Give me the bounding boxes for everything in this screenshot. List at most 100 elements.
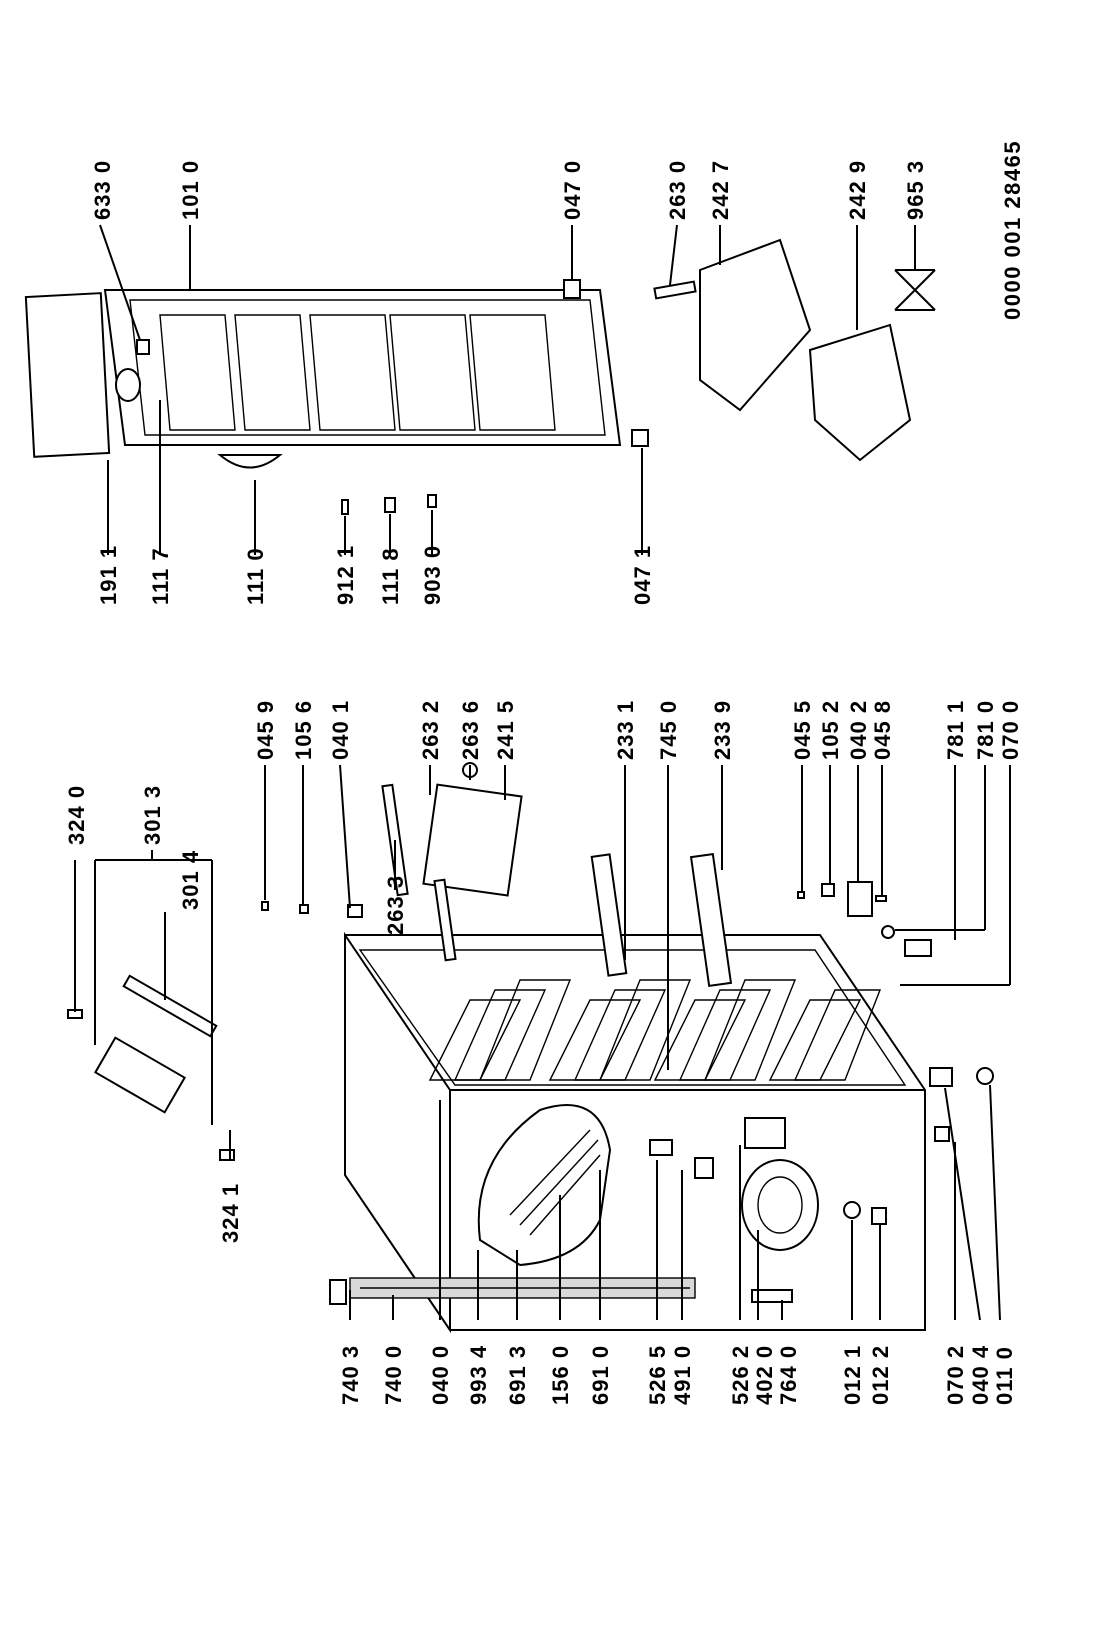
label-242-7: 242 7: [708, 160, 733, 220]
label-491-0: 491 0: [670, 1345, 695, 1405]
part-070-2: [934, 1126, 950, 1142]
part-105-6: [299, 904, 309, 914]
part-045-8: [875, 895, 887, 902]
part-301-3: [93, 1036, 187, 1114]
part-324-1: [219, 1149, 235, 1161]
label-101-0: 101 0: [178, 160, 203, 220]
label-691-3: 691 3: [505, 1345, 530, 1405]
part-263-3: [433, 878, 457, 962]
label-111-0: 111 0: [243, 547, 268, 605]
part-633-0: [136, 339, 150, 355]
label-040-0: 040 0: [428, 1345, 453, 1405]
part-011-0: [976, 1067, 994, 1085]
basket-242-9: [808, 323, 912, 462]
part-740-3: [329, 1279, 347, 1305]
part-903-0: [427, 494, 437, 508]
part-111-8: [384, 497, 396, 513]
label-526-5: 526 5: [645, 1345, 670, 1405]
label-047-0: 047 0: [560, 160, 585, 220]
label-740-0: 740 0: [381, 1345, 406, 1405]
part-040-1: [347, 904, 363, 918]
label-745-0: 745 0: [656, 700, 681, 760]
part-241-5: [422, 783, 523, 897]
part-263-0: [653, 280, 697, 300]
part-781-1: [904, 939, 932, 957]
label-526-2: 526 2: [728, 1345, 753, 1405]
label-070-2: 070 2: [943, 1345, 968, 1405]
label-047-1: 047 1: [630, 545, 655, 605]
part-301-4: [122, 974, 218, 1038]
label-156-0: 156 0: [548, 1345, 573, 1405]
part-111-7: [115, 368, 141, 402]
label-040-2: 040 2: [846, 700, 871, 760]
label-324-1: 324 1: [218, 1183, 243, 1243]
part-012-1: [843, 1201, 861, 1219]
cabinet-assembly: [67, 762, 994, 1334]
part-040-4: [929, 1067, 953, 1087]
label-301-4: 301 4: [178, 850, 203, 910]
label-301-3: 301 3: [140, 785, 165, 845]
door-assembly: [24, 238, 936, 515]
part-labels: 740 3 740 0 040 0 993 4 691 3 156 0 691 …: [64, 140, 1025, 1405]
label-965-3: 965 3: [903, 160, 928, 220]
part-526-2: [744, 1117, 786, 1149]
label-903-0: 903 0: [420, 545, 445, 605]
part-111-0: [217, 454, 283, 469]
part-191-1: [24, 292, 111, 458]
label-012-2: 012 2: [868, 1345, 893, 1405]
part-491-0: [694, 1157, 714, 1179]
label-263-2: 263 2: [418, 700, 443, 760]
part-781-0: [881, 925, 895, 939]
label-740-3: 740 3: [338, 1345, 363, 1405]
label-040-4: 040 4: [968, 1345, 993, 1405]
label-241-5: 241 5: [493, 700, 518, 760]
part-047-1: [631, 429, 649, 447]
label-045-8: 045 8: [870, 700, 895, 760]
label-764-0: 764 0: [776, 1345, 801, 1405]
condenser-coil: [349, 1277, 696, 1299]
label-912-1: 912 1: [333, 545, 358, 605]
label-781-0: 781 0: [973, 700, 998, 760]
part-764-0: [751, 1289, 793, 1303]
part-105-2: [821, 883, 835, 897]
label-070-0: 070 0: [998, 700, 1023, 760]
control-housing: [477, 1104, 612, 1267]
label-012-1: 012 1: [840, 1345, 865, 1405]
label-191-1: 191 1: [96, 545, 121, 605]
label-691-0: 691 0: [588, 1345, 613, 1405]
part-045-5: [797, 891, 805, 899]
label-233-1: 233 1: [613, 700, 638, 760]
label-263-6: 263 6: [458, 700, 483, 760]
part-012-2: [871, 1207, 887, 1225]
label-402-0: 402 0: [752, 1345, 777, 1405]
label-011-0: 011 0: [992, 1346, 1017, 1405]
wire-baskets: [428, 979, 882, 1081]
rail-233-1: [590, 853, 628, 977]
rail-233-9: [689, 852, 733, 988]
part-045-9: [261, 901, 269, 911]
label-993-4: 993 4: [466, 1345, 491, 1405]
label-633-0: 633 0: [90, 160, 115, 220]
label-105-2: 105 2: [818, 700, 843, 760]
label-263-0: 263 0: [665, 160, 690, 220]
part-526-5: [649, 1139, 673, 1156]
label-105-6: 105 6: [291, 700, 316, 760]
diagram-code: 0000 001 28465: [1000, 140, 1025, 320]
label-233-9: 233 9: [710, 700, 735, 760]
compressor: [741, 1159, 819, 1251]
label-781-1: 781 1: [943, 700, 968, 760]
label-045-9: 045 9: [253, 700, 278, 760]
part-047-0: [563, 279, 581, 299]
label-111-7: 111 7: [148, 547, 173, 605]
label-242-9: 242 9: [845, 160, 870, 220]
leader-lines: [74, 224, 1011, 1321]
label-111-8: 111 8: [378, 547, 403, 605]
part-040-2: [847, 881, 873, 917]
label-040-1: 040 1: [328, 700, 353, 760]
part-912-1: [341, 499, 349, 515]
label-324-0: 324 0: [64, 785, 89, 845]
label-045-5: 045 5: [790, 700, 815, 760]
basket-242-7: [699, 238, 812, 412]
label-263-3: 263 3: [383, 875, 408, 935]
